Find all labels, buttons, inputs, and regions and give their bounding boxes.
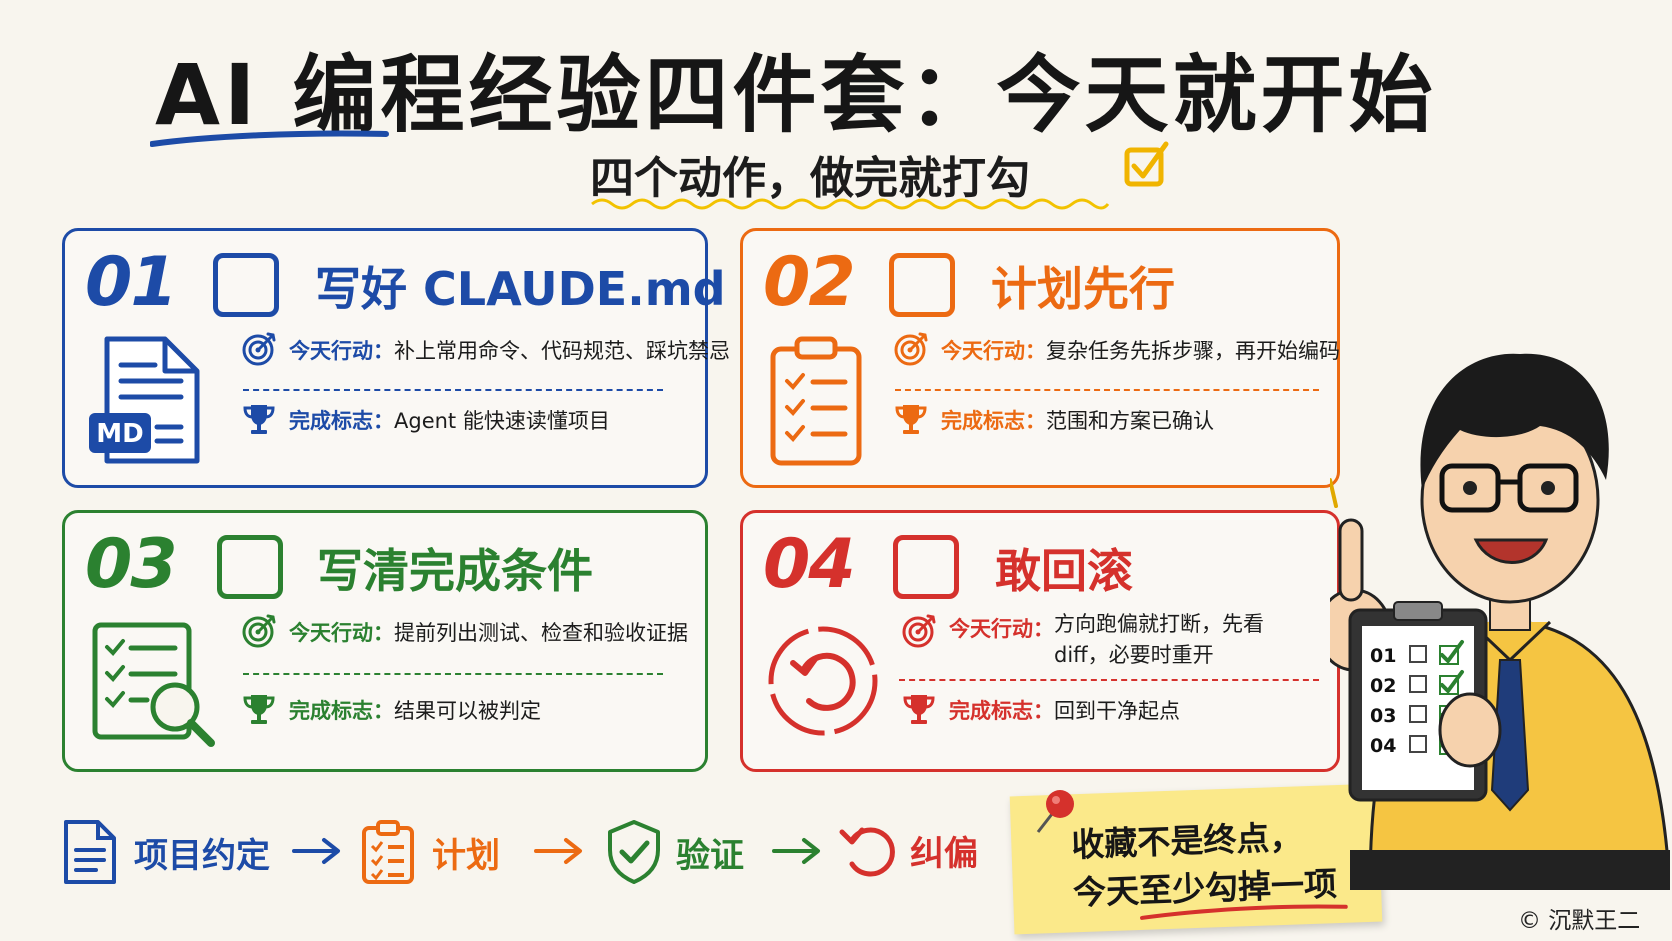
done-row: 完成标志： 回到干净起点 (901, 691, 1180, 727)
target-icon (894, 332, 928, 366)
done-text: 范围和方案已确认 (1046, 409, 1214, 433)
done-label: 完成标志： (289, 409, 394, 433)
card-number: 02 (763, 243, 856, 322)
clipboard-item-04: 04 (1370, 735, 1396, 757)
card-number: 04 (763, 525, 856, 604)
target-icon (242, 332, 276, 366)
card-claude-md: 01 写好 CLAUDE.md MD 今天行动： 补上常用命令、代码规范、踩坑禁… (62, 228, 730, 488)
card-title: 计划先行 (991, 262, 1175, 316)
action-row: 今天行动： 提前列出测试、检查和验收证据 (241, 613, 688, 649)
arrow-right-icon (292, 838, 340, 864)
action-text: 方向跑偏就打断，先看 diff，必要时重开 (1054, 612, 1264, 667)
note-line-1: 收藏不是终点， (1070, 817, 1303, 865)
task-checkbox[interactable] (213, 253, 279, 317)
action-row: 今天行动： 补上常用命令、代码规范、踩坑禁忌 (241, 331, 730, 367)
md-badge-text: MD (96, 419, 143, 449)
divider (899, 679, 1319, 681)
title-underline (150, 130, 389, 147)
action-label: 今天行动： (949, 617, 1054, 641)
target-icon (902, 614, 936, 648)
task-checkbox[interactable] (889, 253, 955, 317)
clipboard-item-02: 02 (1370, 675, 1396, 697)
checklist-magnifier-icon (92, 622, 215, 747)
cartoon-programmer-illustration: 01 02 03 04 (1330, 353, 1670, 890)
action-text: 复杂任务先拆步骤，再开始编码 (1046, 339, 1340, 363)
card-rollback: 04 敢回滚 今天行动： 方向跑偏就打断，先看 diff，必要时重开 完成标志：… (740, 510, 1340, 772)
done-row: 完成标志： 范围和方案已确认 (893, 401, 1214, 437)
done-text: Agent 能快速读懂项目 (394, 409, 610, 433)
sticky-note: 收藏不是终点， 今天至少勾掉一项 (1009, 783, 1383, 935)
action-row: 今天行动： 方向跑偏就打断，先看 diff，必要时重开 (901, 605, 1321, 671)
action-text: 提前列出测试、检查和验收证据 (394, 621, 688, 645)
card-title: 写好 CLAUDE.md (315, 262, 726, 316)
done-row: 完成标志： Agent 能快速读懂项目 (241, 401, 610, 437)
card-number: 01 (85, 243, 178, 322)
check-box-icon (1124, 141, 1169, 187)
action-row: 今天行动： 复杂任务先拆步骤，再开始编码 (893, 331, 1340, 367)
divider (895, 389, 1319, 391)
action-label: 今天行动： (941, 339, 1046, 363)
trophy-icon (243, 405, 275, 434)
push-pin-icon (1036, 790, 1074, 833)
flow-label: 项目约定 (134, 835, 270, 876)
flow-label: 计划 (432, 835, 500, 876)
flow-label: 验证 (676, 835, 744, 876)
card-title: 写清完成条件 (317, 544, 593, 598)
done-label: 完成标志： (941, 409, 1046, 433)
arrow-right-icon (772, 838, 820, 864)
trophy-icon (243, 695, 275, 724)
done-row: 完成标志： 结果可以被判定 (241, 691, 541, 727)
flow-step-project-convention: 项目约定 (62, 818, 270, 886)
target-icon (242, 614, 276, 648)
action-label: 今天行动： (289, 339, 394, 363)
note-underline (1140, 904, 1348, 920)
clipboard-icon (362, 820, 414, 884)
done-label: 完成标志： (949, 699, 1054, 723)
shield-check-icon (608, 820, 660, 884)
done-text: 回到干净起点 (1054, 699, 1180, 723)
flow-step-correct: 纠偏 (836, 818, 978, 882)
flow-step-verify: 验证 (604, 818, 744, 886)
action-text: 补上常用命令、代码规范、踩坑禁忌 (394, 339, 730, 363)
arrow-right-icon (534, 838, 582, 864)
undo-circle-icon (768, 626, 878, 736)
task-checkbox[interactable] (893, 535, 959, 599)
card-plan-first: 02 计划先行 今天行动： 复杂任务先拆步骤，再开始编码 完成标志： 范围和方案… (740, 228, 1340, 488)
copyright-text: © 沉默王二 (1518, 908, 1641, 934)
divider (243, 673, 663, 675)
divider (243, 389, 663, 391)
flow-step-plan: 计划 (360, 818, 500, 886)
flow-label: 纠偏 (910, 833, 978, 874)
clipboard-item-01: 01 (1370, 645, 1396, 667)
done-text: 结果可以被判定 (394, 699, 541, 723)
document-icon (64, 820, 116, 884)
md-file-icon: MD (89, 336, 200, 464)
trophy-icon (903, 695, 935, 724)
clipboard-checklist-icon (770, 336, 862, 466)
undo-icon (839, 827, 895, 877)
subtitle-wave-underline (591, 198, 1110, 210)
page-subtitle: 四个动作，做完就打勾 (590, 153, 1030, 204)
task-checkbox[interactable] (217, 535, 283, 599)
page-title: AI 编程经验四件套：今天就开始 (155, 46, 1437, 144)
done-label: 完成标志： (289, 699, 394, 723)
card-title: 敢回滚 (995, 544, 1133, 598)
card-done-criteria: 03 写清完成条件 今天行动： 提前列出测试、检查和验收证据 完成标志： 结果可… (62, 510, 708, 772)
action-label: 今天行动： (289, 621, 394, 645)
clipboard-item-03: 03 (1370, 705, 1396, 727)
trophy-icon (895, 405, 927, 434)
card-number: 03 (85, 525, 178, 604)
